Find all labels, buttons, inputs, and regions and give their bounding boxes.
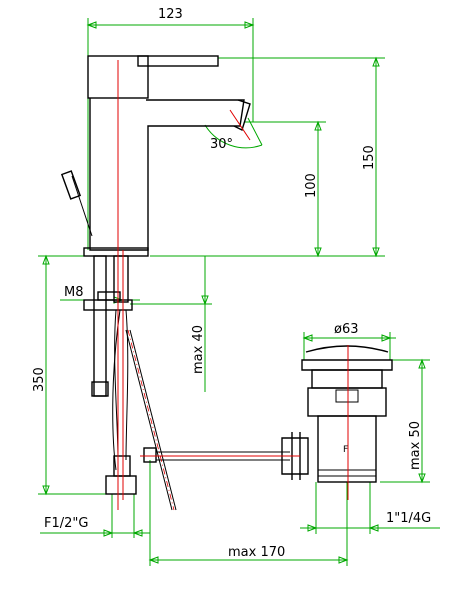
label-thread-m8: M8: [64, 285, 84, 300]
center-lines: [117, 60, 349, 511]
under-counter-assembly: [83, 255, 290, 511]
label-hose-thread: F1/2"G: [44, 516, 88, 531]
label-max-170: max 170: [228, 545, 285, 560]
label-total-height: 150: [362, 145, 377, 170]
label-width-top: 123: [158, 7, 183, 22]
label-angle: 30°: [210, 137, 233, 152]
faucet-body: [60, 55, 251, 257]
popup-drain: [281, 345, 393, 483]
label-drain-thread: 1"1/4G: [386, 511, 431, 526]
label-drain-mark: F: [343, 445, 348, 455]
label-drain-diameter: ø63: [334, 322, 359, 337]
label-max-40: max 40: [191, 325, 206, 374]
label-max-50: max 50: [408, 421, 423, 470]
label-below-counter: 350: [32, 367, 47, 392]
dimension-labels: 123 150 100 30° M8 350 max 40 ø63 max 50…: [32, 7, 431, 560]
label-spout-height: 100: [304, 173, 319, 198]
